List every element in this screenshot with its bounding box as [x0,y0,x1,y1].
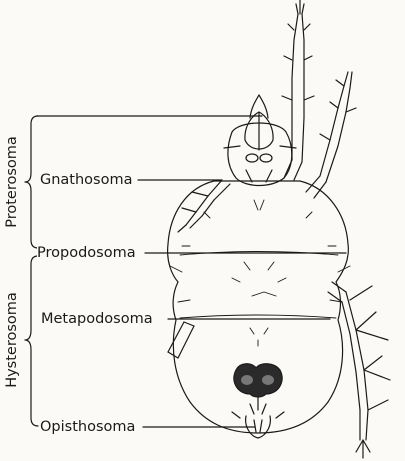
leg-second-right [306,72,356,198]
gnathosoma-head [224,95,296,186]
leg-hind-right [328,282,390,458]
label-metapodosoma: Metapodosoma [41,312,155,327]
opisthosoma-tip [232,412,284,438]
brace-proterosoma [25,116,38,248]
leader-lines [37,116,346,427]
label-hysterosoma: Hysterosoma [5,292,20,388]
leg-front-right [282,0,314,180]
setae [170,200,350,346]
leg-front-left [178,180,230,232]
label-proterosoma: Proterosoma [5,136,20,228]
label-opisthosoma: Opisthosoma [40,420,137,435]
brace-hysterosoma [25,256,38,426]
leg-hind-left [168,322,194,358]
genital-region [234,364,282,414]
label-propodosoma: Propodosoma [37,246,138,261]
label-gnathosoma: Gnathosoma [40,173,135,188]
